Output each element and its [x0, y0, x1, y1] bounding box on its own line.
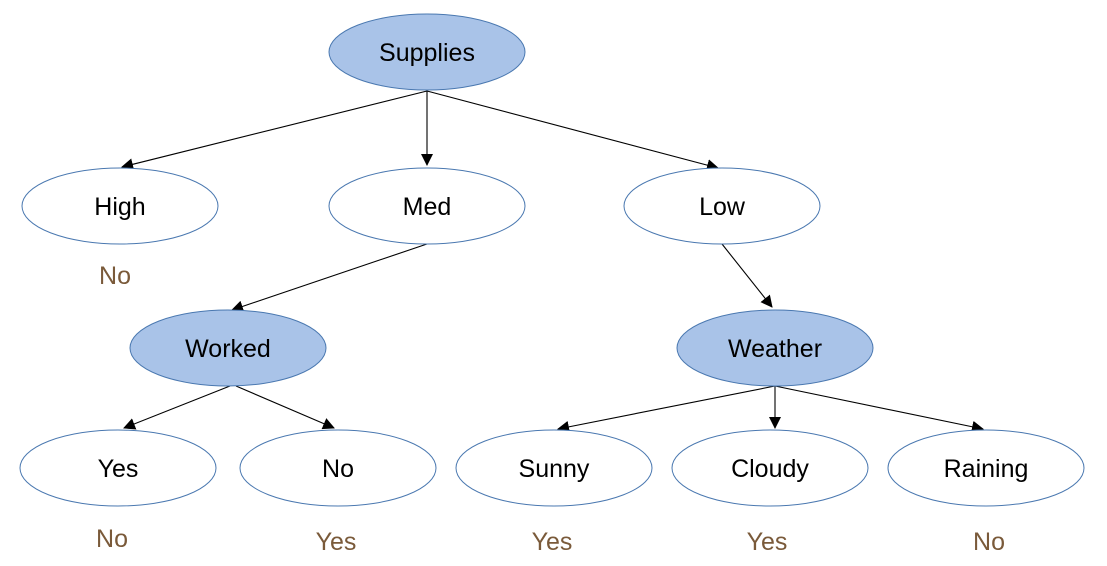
- edge-supplies-high: [121, 90, 428, 171]
- node-worked-no-label: No: [322, 455, 354, 483]
- edge-weather-raining: [774, 385, 984, 433]
- edge-worked-no: [235, 385, 335, 430]
- outcome-high: No: [99, 262, 131, 290]
- node-worked-yes: Yes: [19, 429, 217, 507]
- outcome-worked-no: Yes: [316, 528, 357, 556]
- node-cloudy: Cloudy: [671, 429, 869, 507]
- node-raining-label: Raining: [944, 455, 1029, 483]
- edge-med-worked: [231, 243, 428, 313]
- outcome-raining: No: [973, 528, 1005, 556]
- node-sunny-label: Sunny: [519, 455, 590, 483]
- outcome-worked-yes: No: [96, 525, 128, 553]
- node-weather: Weather: [676, 309, 874, 387]
- outcome-sunny: Yes: [532, 528, 573, 556]
- node-low-label: Low: [699, 193, 746, 221]
- edge-worked-yes: [123, 385, 231, 430]
- node-weather-label: Weather: [728, 335, 822, 363]
- node-sunny: Sunny: [455, 429, 653, 507]
- node-worked: Worked: [129, 309, 327, 387]
- edge-supplies-low: [426, 90, 719, 171]
- node-med-label: Med: [403, 193, 452, 221]
- node-med: Med: [328, 167, 526, 245]
- node-high: High: [21, 167, 219, 245]
- node-supplies-label: Supplies: [379, 39, 475, 67]
- node-high-label: High: [94, 193, 145, 221]
- node-raining: Raining: [887, 429, 1085, 507]
- outcome-cloudy: Yes: [747, 528, 788, 556]
- node-supplies: Supplies: [328, 13, 526, 91]
- node-worked-no: No: [239, 429, 437, 507]
- node-low: Low: [623, 167, 821, 245]
- edge-low-weather: [721, 243, 773, 308]
- edges: [121, 90, 984, 433]
- node-cloudy-label: Cloudy: [731, 455, 809, 483]
- node-worked-yes-label: Yes: [98, 455, 139, 483]
- node-worked-label: Worked: [185, 335, 271, 363]
- edge-weather-sunny: [557, 385, 776, 433]
